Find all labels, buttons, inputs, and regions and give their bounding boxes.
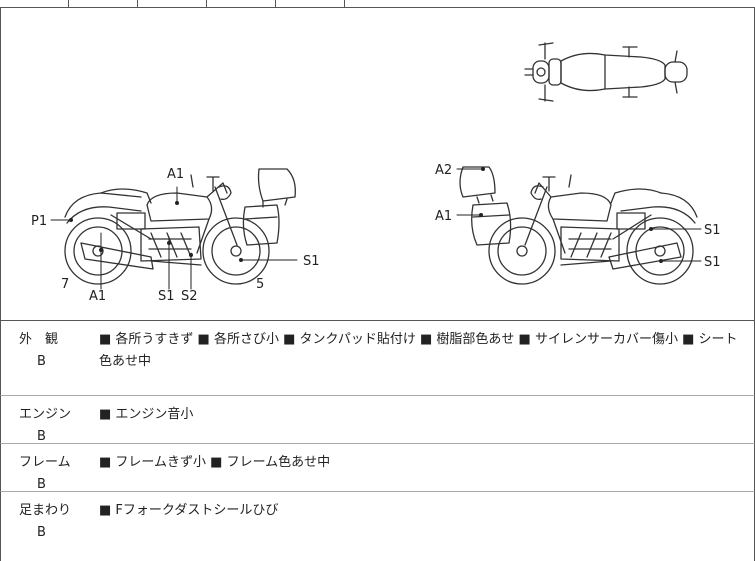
damage-label: S2: [181, 289, 198, 304]
category-grade: B: [37, 477, 46, 492]
damage-label: S1: [704, 223, 721, 238]
category-grade: B: [37, 354, 46, 369]
category-grade: B: [37, 429, 46, 444]
category-name: 足まわり: [19, 503, 72, 518]
damage-label: S1: [158, 289, 175, 304]
damage-label: S1: [704, 255, 721, 270]
condition-row-exterior: 外 観 B ■ 各所うすきず ■ 各所さび小 ■ タンクパッド貼付け ■ 樹脂部…: [0, 321, 755, 396]
condition-category: 外 観 B: [19, 329, 89, 373]
condition-row-frame: フレーム B ■ フレームきず小 ■ フレーム色あせ中: [0, 444, 755, 492]
damage-diagram: A1 P1 7 A1 S1 S2 5 S1 A2 A1 S1 S1: [0, 7, 755, 321]
damage-label: A1: [435, 209, 452, 224]
motorcycle-right-side-icon: [459, 166, 698, 285]
condition-category: 足まわり B: [19, 500, 89, 544]
damage-label: A1: [167, 167, 184, 182]
damage-label: A2: [435, 163, 452, 178]
condition-category: フレーム B: [19, 452, 89, 496]
condition-items: ■ Fフォークダストシールひび: [99, 503, 279, 518]
category-grade: B: [37, 525, 46, 540]
condition-items: ■ 各所うすきず ■ 各所さび小 ■ タンクパッド貼付け ■ 樹脂部色あせ ■ …: [99, 332, 738, 369]
condition-items: ■ フレームきず小 ■ フレーム色あせ中: [99, 455, 331, 470]
motorcycle-top-view-icon: [524, 42, 688, 102]
motorcycle-left-side-icon: [64, 168, 296, 285]
condition-row-suspension: 足まわり B ■ Fフォークダストシールひび: [0, 492, 755, 561]
condition-items: ■ エンジン音小: [99, 407, 194, 422]
condition-category: エンジン B: [19, 404, 89, 448]
condition-row-engine: エンジン B ■ エンジン音小: [0, 396, 755, 444]
damage-label: A1: [89, 289, 106, 304]
top-table-edge: [0, 0, 755, 8]
damage-label: S1: [303, 254, 320, 269]
category-name: 外 観: [19, 332, 59, 347]
category-name: エンジン: [19, 407, 72, 422]
damage-label: 7: [61, 277, 69, 292]
category-name: フレーム: [19, 455, 71, 470]
damage-label: 5: [256, 277, 264, 292]
damage-label: P1: [31, 214, 47, 229]
